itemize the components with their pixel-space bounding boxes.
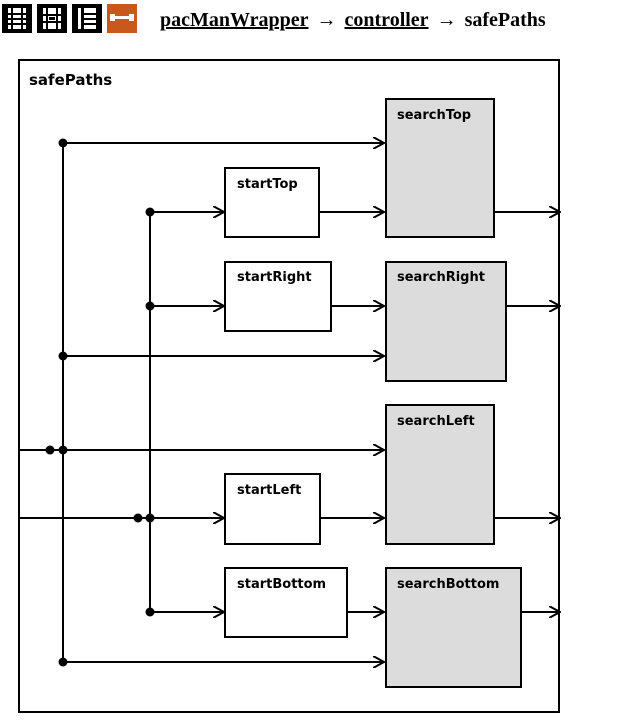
breadcrumb-current: safePaths xyxy=(464,9,546,31)
block-label: startLeft xyxy=(237,483,301,498)
junction-dots xyxy=(45,138,155,667)
block-startbottom[interactable]: startBottom xyxy=(224,567,348,638)
toolbar xyxy=(0,0,626,40)
breadcrumb-separator: → xyxy=(316,9,337,31)
block-startleft[interactable]: startLeft xyxy=(224,473,321,545)
block-label: searchRight xyxy=(397,270,485,285)
block-searchbottom[interactable]: searchBottom xyxy=(385,567,522,688)
block-startright[interactable]: startRight xyxy=(224,261,332,332)
breadcrumb-link-controller[interactable]: controller xyxy=(344,9,429,31)
block-label: searchTop xyxy=(397,108,471,123)
breadcrumb-link-pacmanwrapper[interactable]: pacManWrapper xyxy=(160,9,309,31)
block-starttop[interactable]: startTop xyxy=(224,167,320,238)
list-view-icon[interactable] xyxy=(2,4,32,33)
block-searchleft[interactable]: searchLeft xyxy=(385,404,495,545)
connection-view-icon[interactable] xyxy=(107,4,137,33)
ladder-view-icon[interactable] xyxy=(72,4,102,33)
block-searchtop[interactable]: searchTop xyxy=(385,98,495,238)
detail-view-icon[interactable] xyxy=(37,4,67,33)
block-searchright[interactable]: searchRight xyxy=(385,261,507,382)
block-label: searchLeft xyxy=(397,414,475,429)
block-label: startTop xyxy=(237,177,298,192)
block-label: searchBottom xyxy=(397,577,499,592)
breadcrumb: pacManWrapper → controller → safePaths xyxy=(160,6,546,34)
breadcrumb-separator: → xyxy=(436,9,457,31)
block-label: startRight xyxy=(237,270,312,285)
diagram-title: safePaths xyxy=(29,71,112,89)
block-label: startBottom xyxy=(237,577,326,592)
